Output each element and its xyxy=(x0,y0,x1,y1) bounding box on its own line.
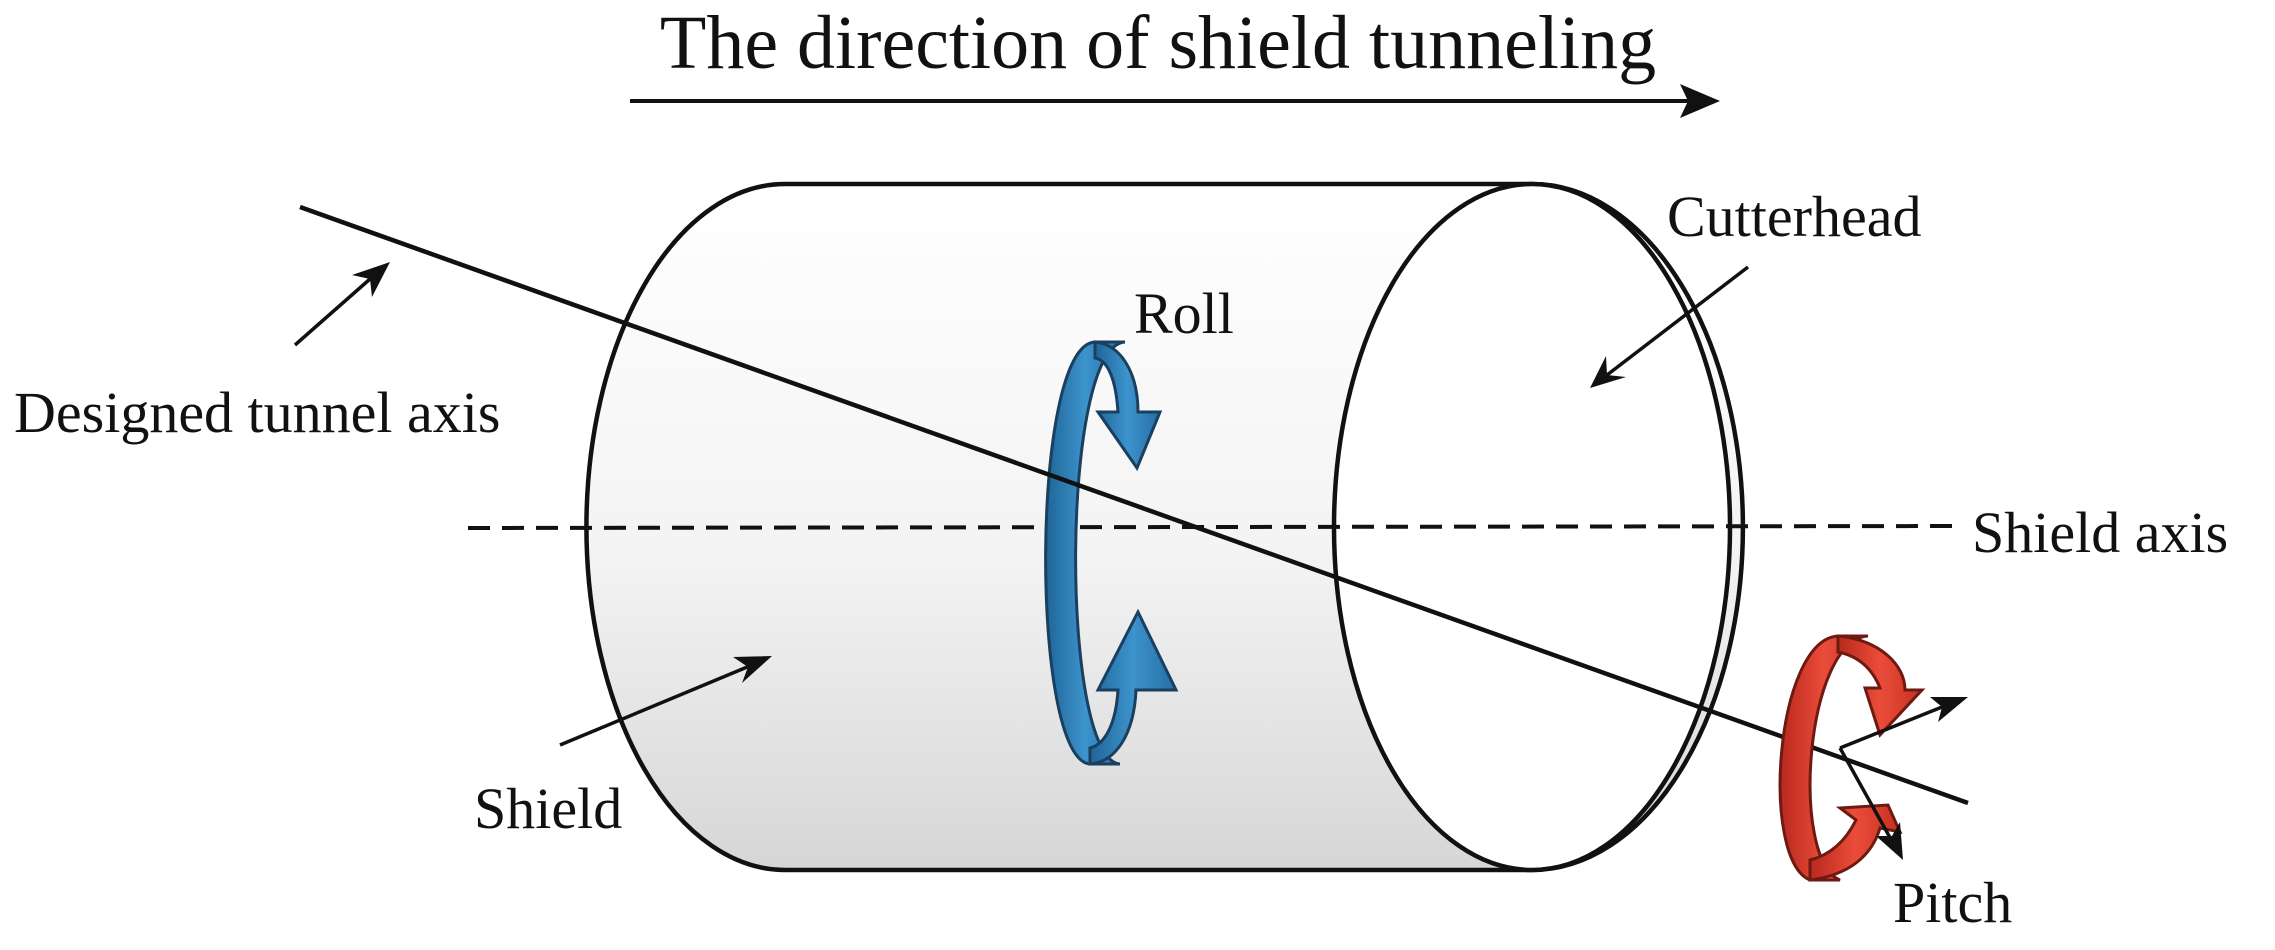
pitch-vector-arrows-icon xyxy=(1838,697,1968,860)
cutterhead-pointer-arrow-icon xyxy=(1590,265,1750,388)
roll-rotation-arrow-icon xyxy=(1044,340,1179,766)
pitch-rotation-arrow-icon xyxy=(1778,634,1926,882)
pitch-label: Pitch xyxy=(1893,870,2012,935)
designed-axis-pointer-arrow-icon xyxy=(293,262,390,347)
shield-axis-label: Shield axis xyxy=(1972,500,2228,565)
shield-pointer-arrow-icon xyxy=(559,656,772,747)
shield-label: Shield xyxy=(474,776,622,841)
roll-label: Roll xyxy=(1134,281,1234,346)
tunneling-direction-arrow-icon xyxy=(630,84,1720,118)
shield-axis-line xyxy=(467,524,1956,530)
designed-tunnel-axis-label: Designed tunnel axis xyxy=(14,380,500,445)
diagram-title: The direction of shield tunneling xyxy=(660,1,1656,85)
designed-tunnel-axis-line xyxy=(299,204,1969,806)
cutterhead-label: Cutterhead xyxy=(1667,184,1921,249)
